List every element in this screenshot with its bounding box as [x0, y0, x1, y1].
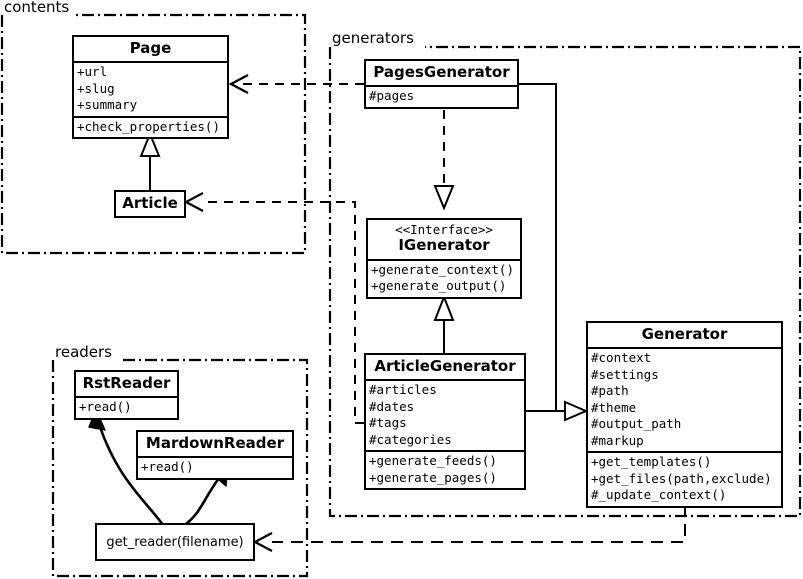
class-box-generator[interactable]: Generator #context #settings #path #them… — [586, 321, 783, 508]
operation: #_update_context() — [591, 487, 727, 503]
class-box-articlegenerator[interactable]: ArticleGenerator #articles #dates #tags … — [364, 353, 526, 491]
class-box-page[interactable]: Page +url +slug +summary +check_properti… — [72, 35, 229, 140]
class-name-article: Article — [122, 194, 178, 212]
class-name-igenerator: <<Interface>> IGenerator — [368, 220, 520, 259]
attribute: #categories — [369, 431, 452, 447]
attribute: #path — [591, 383, 629, 399]
operation: +generate_output() — [371, 278, 507, 294]
attribute: +url — [77, 64, 108, 80]
class-attributes-pagesgenerator: #pages — [366, 85, 517, 107]
class-name-page: Page — [129, 39, 172, 57]
class-name-mardownreader: MardownReader — [145, 434, 285, 452]
attribute: #settings — [591, 366, 659, 382]
operation: +generate_pages() — [369, 469, 497, 485]
class-operations-mardownreader: +read() — [138, 456, 292, 478]
operation: +get_files(path,exclude) — [591, 470, 772, 486]
attribute: #articles — [369, 382, 437, 398]
attribute: #dates — [369, 398, 415, 414]
relation-generator-depends-getreader — [252, 504, 686, 552]
operation: +get_templates() — [591, 454, 712, 470]
attribute: +summary — [77, 97, 138, 113]
class-operations-page: +check_properties() — [74, 115, 227, 138]
class-name-rstreader: RstReader — [82, 374, 171, 392]
relation-article-generalizes-page — [139, 131, 161, 190]
function-box-get-reader[interactable]: get_reader(filename) — [95, 523, 255, 561]
package-label-generators: generators — [332, 29, 414, 47]
attribute: #context — [591, 350, 652, 366]
function-label-get-reader: get_reader(filename) — [106, 534, 244, 550]
class-operations-rstreader: +read() — [76, 396, 177, 418]
package-label-contents: contents — [4, 0, 70, 16]
class-name-pagesgenerator: PagesGenerator — [373, 63, 510, 81]
attribute: +slug — [77, 80, 115, 96]
class-name-text-igenerator: IGenerator — [398, 236, 490, 255]
class-attributes-articlegenerator: #articles #dates #tags #categories — [366, 379, 524, 450]
attribute: #theme — [591, 399, 637, 415]
class-box-article[interactable]: Article — [114, 190, 186, 219]
operation: +read() — [79, 399, 132, 415]
class-box-pagesgenerator[interactable]: PagesGenerator #pages — [364, 59, 519, 109]
class-name-generator: Generator — [641, 325, 728, 343]
class-stereotype-igenerator: <<Interface>> — [395, 222, 493, 237]
attribute: #markup — [591, 432, 644, 448]
operation: +generate_context() — [371, 261, 514, 277]
class-box-mardownreader[interactable]: MardownReader +read() — [136, 430, 294, 480]
class-box-rstreader[interactable]: RstReader +read() — [74, 370, 179, 420]
class-operations-articlegenerator: +generate_feeds() +generate_pages() — [366, 450, 524, 488]
relation-generators-generalize-generator — [519, 83, 589, 422]
class-attributes-generator: #context #settings #path #theme #output_… — [588, 347, 781, 451]
class-attributes-page: +url +slug +summary — [74, 61, 227, 116]
operation: +read() — [141, 459, 194, 475]
class-operations-generator: +get_templates() +get_files(path,exclude… — [588, 451, 781, 506]
operation: +check_properties() — [77, 118, 220, 134]
package-label-readers: readers — [55, 343, 112, 361]
class-name-articlegenerator: ArticleGenerator — [374, 357, 516, 375]
attribute: #tags — [369, 415, 407, 431]
class-operations-igenerator: +generate_context() +generate_output() — [368, 258, 520, 297]
attribute: #output_path — [591, 416, 682, 432]
relation-pagesgenerator-depends-page — [228, 74, 364, 94]
relation-articlegenerator-generalizes-igenerator — [433, 294, 455, 353]
attribute: #pages — [369, 88, 415, 104]
relation-articlegenerator-depends-article — [183, 192, 364, 424]
class-box-igenerator[interactable]: <<Interface>> IGenerator +generate_conte… — [366, 218, 522, 299]
operation: +generate_feeds() — [369, 453, 497, 469]
relation-pagesgenerator-realizes-igenerator — [433, 110, 455, 211]
